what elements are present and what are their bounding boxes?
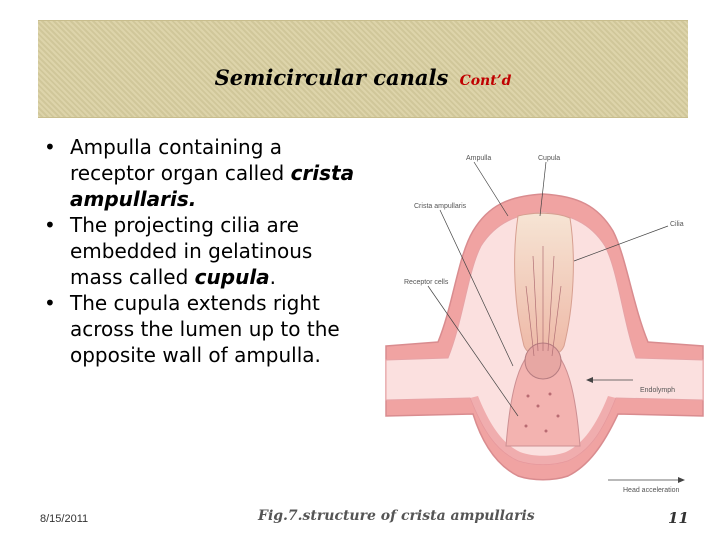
epithelium-band xyxy=(470,396,616,465)
label-crista: Crista ampullaris xyxy=(414,203,467,210)
label-leader-lines xyxy=(427,161,678,481)
page-number: 11 xyxy=(668,509,689,527)
label-endolymph: Endolymph xyxy=(640,387,675,394)
label-cilia: Cilia xyxy=(670,221,684,228)
bullet-item: The cupula extends right across the lume… xyxy=(44,290,364,368)
head-accel-arrow-icon xyxy=(678,477,685,483)
emphasis-text: cupula xyxy=(194,265,270,289)
figure-caption: Fig.7.structure of crista ampullaris xyxy=(258,508,535,524)
bullet-item: Ampulla containing a receptor organ call… xyxy=(44,134,364,212)
bullet-list: Ampulla containing a receptor organ call… xyxy=(44,134,364,368)
endolymph-arrow-icon xyxy=(586,377,593,383)
bullet-item: The projecting cilia are embedded in gel… xyxy=(44,212,364,290)
title-bar: Semicircular canals Cont’d xyxy=(38,20,688,118)
title-contd: Cont’d xyxy=(459,73,512,89)
label-ampulla: Ampulla xyxy=(466,155,491,162)
footer-date: 8/15/2011 xyxy=(40,513,89,525)
label-cupula: Cupula xyxy=(538,155,560,162)
crista-ampullaris-illustration: Ampulla Cupula Crista ampullaris Cilia R… xyxy=(385,155,704,494)
cilia-lines xyxy=(525,246,562,357)
cupula xyxy=(514,212,574,358)
crista-dots xyxy=(524,392,560,433)
slide-title: Semicircular canals Cont’d xyxy=(38,65,688,90)
label-head-acceleration: Head acceleration xyxy=(623,487,680,494)
emphasis-text: crista ampullaris. xyxy=(70,161,355,211)
label-receptor: Receptor cells xyxy=(404,279,449,286)
title-text: Semicircular canals xyxy=(214,65,449,90)
